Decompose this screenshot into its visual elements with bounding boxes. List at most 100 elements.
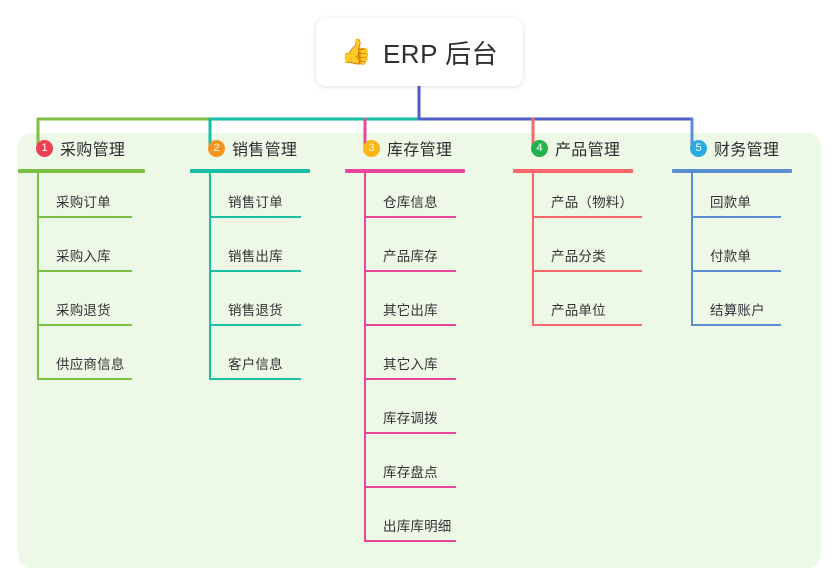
branch-column-4[interactable]: 4 产品管理产品（物料） 产品分类产品单位 xyxy=(513,133,653,335)
branch-item-underline xyxy=(364,216,456,218)
root-node[interactable]: 👍 ERP 后台 xyxy=(316,18,523,86)
branch-item[interactable]: 产品单位 xyxy=(513,281,653,335)
branch-item[interactable]: 采购订单 xyxy=(18,173,178,227)
branch-item-label: 仓库信息 xyxy=(383,195,438,210)
branch-title-4: 产品管理 xyxy=(555,142,621,159)
branch-trunk-3 xyxy=(364,173,366,542)
branch-header-4[interactable]: 4 产品管理 xyxy=(513,133,653,163)
branch-item[interactable]: 结算账户 xyxy=(672,281,812,335)
branch-item[interactable]: 仓库信息 xyxy=(345,173,493,227)
branch-item-underline xyxy=(691,324,781,326)
branch-item-label: 库存盘点 xyxy=(383,465,438,480)
branch-badge-1: 1 xyxy=(36,139,53,157)
branch-item-underline xyxy=(364,324,456,326)
branch-item-underline xyxy=(691,216,781,218)
branch-column-1[interactable]: 1 采购管理采购订单采购入库采购退货供应商信息 xyxy=(18,133,178,389)
thumbs-up-icon: 👍 xyxy=(340,37,372,66)
branch-title-2: 销售管理 xyxy=(232,142,298,159)
branch-item-label: 采购入库 xyxy=(56,249,111,264)
branch-item[interactable]: 付款单 xyxy=(672,227,812,281)
branch-item-label: 产品（物料） xyxy=(551,195,634,210)
branch-item-underline xyxy=(209,324,301,326)
branch-item[interactable]: 销售订单 xyxy=(190,173,338,227)
branch-items-5: 回款单付款单结算账户 xyxy=(672,173,812,335)
branch-item-label: 回款单 xyxy=(710,195,752,210)
branch-item[interactable]: 采购入库 xyxy=(18,227,178,281)
branch-header-bar-5 xyxy=(672,169,792,173)
branch-item-underline xyxy=(209,270,301,272)
branch-item-underline xyxy=(209,216,301,218)
branch-item-label: 库存调拨 xyxy=(383,411,438,426)
branch-trunk-4 xyxy=(532,173,534,326)
branch-item[interactable]: 客户信息 xyxy=(190,335,338,389)
branch-badge-2: 2 xyxy=(208,139,225,157)
branch-item-underline xyxy=(364,378,456,380)
branch-item-label: 销售出库 xyxy=(228,249,283,264)
branch-item[interactable]: 销售退货 xyxy=(190,281,338,335)
branch-item-underline xyxy=(37,216,132,218)
branch-header-bar-3 xyxy=(345,169,465,173)
branch-badge-3: 3 xyxy=(363,139,380,157)
branch-item-underline xyxy=(364,486,456,488)
branch-item-label: 其它出库 xyxy=(383,303,438,318)
branch-column-2[interactable]: 2 销售管理销售订单销售出库销售退货客户信息 xyxy=(190,133,338,389)
branch-trunk-1 xyxy=(37,173,39,380)
branch-item-underline xyxy=(209,378,301,380)
branch-items-2: 销售订单销售出库销售退货客户信息 xyxy=(190,173,338,389)
branch-item[interactable]: 出库库明细 xyxy=(345,497,493,551)
branch-title-1: 采购管理 xyxy=(60,142,126,159)
branch-badge-4: 4 xyxy=(531,139,548,157)
branch-item-label: 付款单 xyxy=(710,249,752,264)
branch-item-label: 采购订单 xyxy=(56,195,111,210)
branch-trunk-2 xyxy=(209,173,211,380)
branch-header-bar-2 xyxy=(190,169,310,173)
branch-title-5: 财务管理 xyxy=(714,142,780,159)
branch-item[interactable]: 库存盘点 xyxy=(345,443,493,497)
branch-item-label: 产品分类 xyxy=(551,249,606,264)
branch-item-underline xyxy=(364,270,456,272)
branch-header-1[interactable]: 1 采购管理 xyxy=(18,133,178,163)
branch-item[interactable]: 回款单 xyxy=(672,173,812,227)
branch-item-label: 其它入库 xyxy=(383,357,438,372)
branch-item-underline xyxy=(364,540,456,542)
branch-items-1: 采购订单采购入库采购退货供应商信息 xyxy=(18,173,178,389)
branch-item-label: 采购退货 xyxy=(56,303,111,318)
branch-item-underline xyxy=(37,378,132,380)
branch-item[interactable]: 产品库存 xyxy=(345,227,493,281)
branch-header-bar-1 xyxy=(18,169,145,173)
branch-item-label: 供应商信息 xyxy=(56,357,125,372)
branch-item-label: 销售订单 xyxy=(228,195,283,210)
branch-item-label: 客户信息 xyxy=(228,357,283,372)
branch-items-3: 仓库信息产品库存其它出库其它入库库存调拨库存盘点出库库明细 xyxy=(345,173,493,551)
diagram-background-panel xyxy=(18,133,821,568)
branch-item-label: 结算账户 xyxy=(710,303,765,318)
branch-item[interactable]: 销售出库 xyxy=(190,227,338,281)
root-node-title: ERP 后台 xyxy=(382,38,499,69)
branch-item-label: 产品单位 xyxy=(551,303,606,318)
branch-item[interactable]: 产品（物料） xyxy=(513,173,653,227)
branch-item[interactable]: 库存调拨 xyxy=(345,389,493,443)
branch-item[interactable]: 其它入库 xyxy=(345,335,493,389)
branch-header-bar-4 xyxy=(513,169,633,173)
branch-title-3: 库存管理 xyxy=(387,142,453,159)
branch-item-underline xyxy=(532,324,642,326)
branch-item-label: 产品库存 xyxy=(383,249,438,264)
branch-item-underline xyxy=(364,432,456,434)
branch-item-underline xyxy=(37,270,132,272)
branch-header-5[interactable]: 5 财务管理 xyxy=(672,133,812,163)
branch-header-2[interactable]: 2 销售管理 xyxy=(190,133,338,163)
branch-item[interactable]: 其它出库 xyxy=(345,281,493,335)
branch-item[interactable]: 采购退货 xyxy=(18,281,178,335)
branch-item-underline xyxy=(691,270,781,272)
branch-header-3[interactable]: 3 库存管理 xyxy=(345,133,493,163)
branch-items-4: 产品（物料） 产品分类产品单位 xyxy=(513,173,653,335)
branch-badge-5: 5 xyxy=(690,139,707,157)
branch-item[interactable]: 产品分类 xyxy=(513,227,653,281)
branch-item-underline xyxy=(532,216,642,218)
branch-item-underline xyxy=(532,270,642,272)
branch-item-label: 销售退货 xyxy=(228,303,283,318)
branch-column-5[interactable]: 5 财务管理回款单付款单结算账户 xyxy=(672,133,812,335)
branch-column-3[interactable]: 3 库存管理仓库信息产品库存其它出库其它入库库存调拨库存盘点出库库明细 xyxy=(345,133,493,551)
branch-item[interactable]: 供应商信息 xyxy=(18,335,178,389)
